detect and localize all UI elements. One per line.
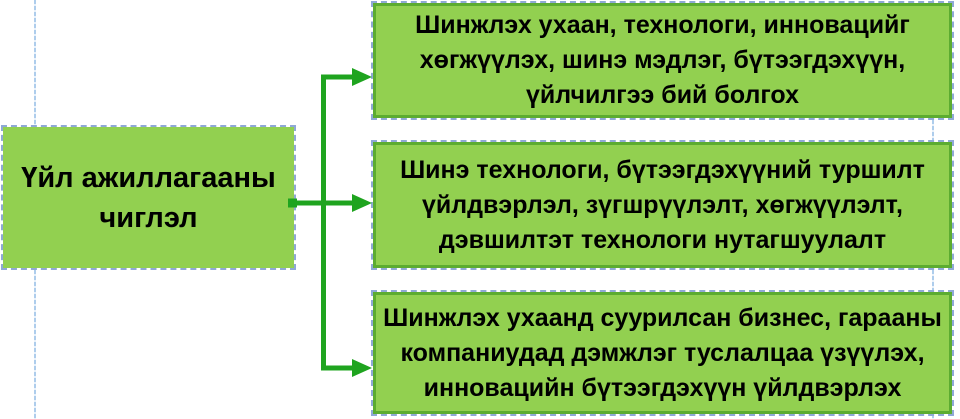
branch-box-2-label: Шинэ технологи, бүтээгдэхүүний туршилт ү… (400, 155, 925, 254)
arrowhead-top (352, 68, 372, 86)
arrowhead-bottom (352, 359, 372, 377)
root-box-activity-direction[interactable]: Үйл ажиллагааны чиглэл (1, 125, 296, 270)
branch-box-3[interactable]: Шинжлэх ухаанд суурилсан бизнес, гарааны… (371, 290, 954, 416)
arrowhead-middle (352, 194, 372, 212)
root-box-label: Үйл ажиллагааны чиглэл (21, 161, 276, 234)
branch-box-2[interactable]: Шинэ технологи, бүтээгдэхүүний туршилт ү… (371, 140, 954, 270)
branch-box-3-label: Шинжлэх ухаанд суурилсан бизнес, гарааны… (383, 303, 942, 402)
branch-box-1[interactable]: Шинжлэх ухаан, технологи, инновацийг хөг… (371, 1, 954, 120)
branch-box-1-label: Шинжлэх ухаан, технологи, инновацийг хөг… (415, 11, 910, 109)
